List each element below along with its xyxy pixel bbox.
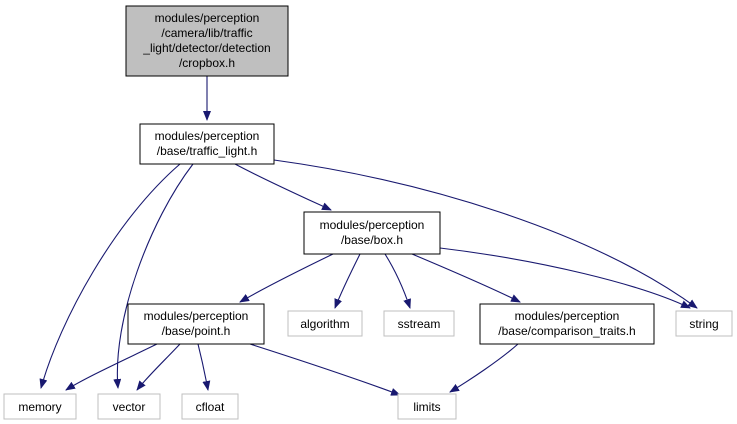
node-label-line: /base/point.h (162, 324, 231, 338)
node-box (287, 310, 363, 337)
edge-point-to-vector (136, 343, 181, 391)
node-algorithm[interactable]: algorithm (287, 310, 363, 337)
node-label-line: modules/perception (155, 11, 260, 25)
edge-point-to-limits (249, 343, 401, 396)
node-label-line: cfloat (196, 400, 225, 414)
edges-layer (39, 76, 698, 396)
node-label-line: /base/comparison_traits.h (498, 324, 635, 338)
node-label-line: modules/perception (144, 309, 249, 323)
node-memory[interactable]: memory (3, 393, 77, 420)
edge-box-to-comparison-traits (411, 253, 521, 303)
node-box (125, 5, 289, 77)
edge-traffic-light-to-memory (39, 163, 181, 389)
edge-point-to-memory (65, 343, 158, 391)
node-box (383, 310, 455, 337)
node-box (675, 310, 733, 337)
node-comparison-traits-h[interactable]: modules/perception /base/comparison_trai… (479, 303, 655, 345)
edge-comparison-traits-to-limits (449, 343, 519, 393)
nodes-layer: modules/perception /camera/lib/traffic _… (3, 5, 733, 420)
node-label-line: modules/perception (320, 218, 425, 232)
node-box (181, 393, 239, 420)
node-limits[interactable]: limits (397, 393, 457, 420)
node-label-line: /cropbox.h (179, 56, 235, 70)
edge-box-to-string (439, 247, 691, 309)
node-box (3, 393, 77, 420)
node-label-line: modules/perception (515, 309, 620, 323)
edge-traffic-light-to-vector (113, 163, 194, 389)
node-label-line: sstream (398, 317, 441, 331)
edge-point-to-cfloat (197, 343, 211, 391)
node-box (303, 211, 441, 255)
node-box-h[interactable]: modules/perception /base/box.h (303, 211, 441, 255)
node-box (479, 303, 655, 345)
edge-traffic-light-to-box (234, 163, 332, 211)
node-label-line: limits (413, 400, 440, 414)
node-label-line: /camera/lib/traffic (161, 26, 252, 40)
node-label-line: memory (18, 400, 61, 414)
node-label-line: modules/perception (155, 129, 260, 143)
edge-traffic-light-to-string (273, 159, 698, 309)
node-box (127, 303, 265, 345)
node-label-line: vector (113, 400, 146, 414)
node-box (97, 393, 161, 420)
node-string[interactable]: string (675, 310, 733, 337)
node-box (139, 123, 275, 165)
node-traffic-light-h[interactable]: modules/perception /base/traffic_light.h (139, 123, 275, 165)
node-label-line: algorithm (300, 317, 349, 331)
edge-box-to-point (239, 253, 334, 303)
node-box (397, 393, 457, 420)
node-label-line: /base/traffic_light.h (157, 144, 258, 158)
node-label-line: string (689, 317, 718, 331)
node-vector[interactable]: vector (97, 393, 161, 420)
node-label-line: /base/box.h (341, 233, 403, 247)
node-cropbox-h[interactable]: modules/perception /camera/lib/traffic _… (125, 5, 289, 77)
edge-box-to-sstream (384, 253, 411, 309)
node-sstream[interactable]: sstream (383, 310, 455, 337)
node-label-line: _light/detector/detection (142, 41, 270, 55)
edge-box-to-algorithm (334, 253, 361, 309)
node-point-h[interactable]: modules/perception /base/point.h (127, 303, 265, 345)
node-cfloat[interactable]: cfloat (181, 393, 239, 420)
